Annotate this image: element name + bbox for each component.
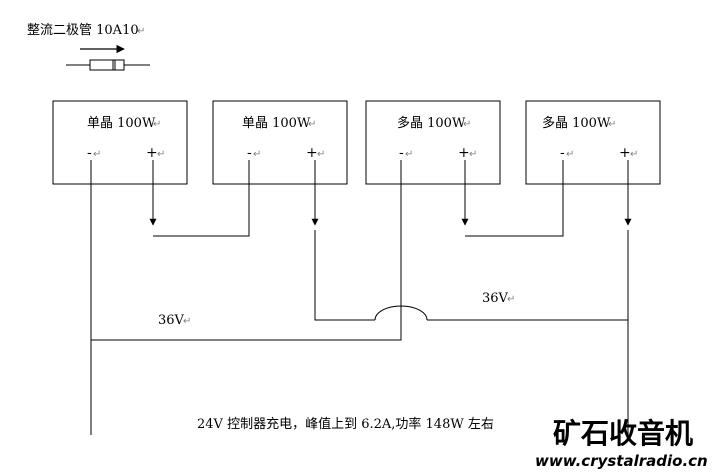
voltage-label-left-mark: ↵ [183,316,191,327]
panel-plus-mark: ↵ [317,149,325,160]
panel-label: 单晶 100W [242,116,311,131]
watermark-chinese: 矿石收音机 [553,417,693,450]
solar-panel-4: 多晶 100W ↵ - ↵ + ↵ [525,100,661,185]
diode-legend: 整流二极管 10A10 ↵ [27,23,150,71]
panel-minus-terminal: - [560,145,565,161]
panel-plus-mark: ↵ [469,149,477,160]
charging-note-mark: ↵ [486,420,494,431]
panel-minus-mark: ↵ [566,149,574,160]
positive-wire-left-string [311,160,628,321]
panel-minus-mark: ↵ [253,149,261,160]
panel-plus-terminal: + [458,145,470,161]
series-link-right [461,160,564,237]
panel-plus-mark: ↵ [630,149,638,160]
panel-minus-mark: ↵ [405,149,413,160]
panel-minus-terminal: - [87,145,92,161]
solar-panel-1: 单晶 100W ↵ - ↵ + ↵ [52,100,188,185]
panel-plus-terminal: + [146,145,158,161]
diode-label-mark: ↵ [137,26,145,37]
diode-label: 整流二极管 10A10 [27,23,139,38]
voltage-label-right-mark: ↵ [507,294,515,305]
charging-note: 24V 控制器充电，峰值上到 6.2A,功率 148W 左右 [197,416,494,432]
panel-plus-mark: ↵ [157,149,165,160]
panel-plus-terminal: + [306,145,318,161]
diode-symbol-icon [66,59,150,71]
panel-label-mark: ↵ [308,119,316,130]
panel-label: 多晶 100W [397,115,466,131]
voltage-label-left: 36V [158,313,185,328]
panel-box [365,100,501,185]
panel-minus-terminal: - [247,145,252,161]
voltage-label-right: 36V [482,291,509,306]
panel-plus-terminal: + [619,145,631,161]
negative-wire [90,160,402,435]
solar-panel-3: 多晶 100W ↵ - ↵ + ↵ [365,100,501,185]
watermark-url: www.crystalradio.cn [535,452,708,470]
panel-label: 单晶 100W [87,116,156,131]
panel-label-mark: ↵ [153,119,161,130]
panel-label-mark: ↵ [463,119,471,130]
watermark-logo: 矿石收音机 www.crystalradio.cn [535,417,708,470]
panel-minus-terminal: - [399,145,404,161]
panel-box [212,100,348,185]
panel-box [52,100,188,185]
series-link-left [149,160,250,237]
panel-label: 多晶 100W [542,115,611,131]
panel-label-mark: ↵ [608,119,616,130]
panel-box [525,100,661,185]
panel-minus-mark: ↵ [93,149,101,160]
solar-panel-2: 单晶 100W ↵ - ↵ + ↵ [212,100,348,185]
